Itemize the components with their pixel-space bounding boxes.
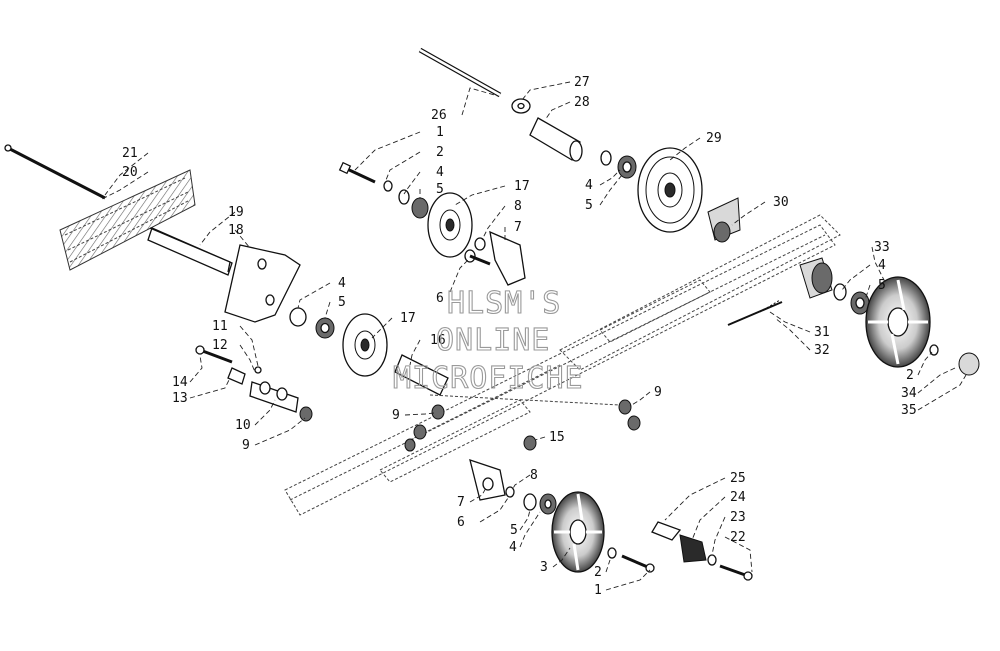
- callout-27: 27: [574, 75, 590, 90]
- lower-left-small-parts: [195, 345, 313, 422]
- callout-8: 8: [530, 468, 538, 483]
- callout-4: 4: [436, 165, 444, 180]
- left-shaft-group: [4, 144, 621, 406]
- callout-3: 3: [540, 560, 548, 575]
- ring-4c: [289, 307, 307, 327]
- callout-1: 1: [436, 125, 444, 140]
- bracket-7a: [489, 230, 526, 286]
- cap-35: [958, 352, 980, 376]
- center-nuts: [404, 399, 641, 452]
- callout-9: 9: [654, 385, 662, 400]
- upper-mount-group: [338, 161, 526, 286]
- callout-9: 9: [392, 408, 400, 423]
- callout-28: 28: [574, 95, 590, 110]
- callout-18: 18: [228, 223, 244, 238]
- callout-10: 10: [235, 418, 251, 433]
- ring-4: [600, 150, 612, 166]
- callout-numbers: 27 28 26 29 4 5 30 1 2 4 5 17 8 7 6 21 2…: [122, 75, 917, 598]
- callout-23: 23: [730, 510, 746, 525]
- callout-12: 12: [212, 338, 228, 353]
- leader-lines: [99, 81, 967, 591]
- callout-31: 31: [814, 325, 830, 340]
- callout-6: 6: [436, 291, 444, 306]
- callout-24: 24: [730, 490, 746, 505]
- link-10: [249, 381, 299, 413]
- callout-34: 34: [901, 386, 917, 401]
- callout-9: 9: [242, 438, 250, 453]
- callout-5: 5: [436, 182, 444, 197]
- spacer-28: [529, 117, 581, 161]
- callout-8: 8: [514, 199, 522, 214]
- callout-7: 7: [514, 220, 522, 235]
- callout-5: 5: [338, 295, 346, 310]
- callout-6: 6: [457, 515, 465, 530]
- callout-20: 20: [122, 165, 138, 180]
- block-24: [679, 534, 707, 563]
- callout-11: 11: [212, 319, 228, 334]
- callout-25: 25: [730, 471, 746, 486]
- callout-2: 2: [906, 368, 914, 383]
- callout-35: 35: [901, 403, 917, 418]
- spacer-16: [394, 354, 449, 396]
- callout-33: 33: [874, 240, 890, 255]
- right-wheel-group: [727, 257, 980, 376]
- callout-17: 17: [514, 179, 530, 194]
- callout-4: 4: [338, 276, 346, 291]
- callout-5: 5: [878, 278, 886, 293]
- upper-idler-axle: [418, 47, 741, 243]
- callout-29: 29: [706, 131, 722, 146]
- callout-2: 2: [436, 145, 444, 160]
- callout-5: 5: [585, 198, 593, 213]
- callout-32: 32: [814, 343, 830, 358]
- callout-4: 4: [878, 258, 886, 273]
- callout-7: 7: [457, 495, 465, 510]
- callout-22: 22: [730, 530, 746, 545]
- callout-4: 4: [585, 178, 593, 193]
- lower-wheel-group: [469, 459, 753, 581]
- callout-13: 13: [172, 391, 188, 406]
- left-slide-rail: [59, 169, 196, 271]
- callout-15: 15: [549, 430, 565, 445]
- callout-4: 4: [509, 540, 517, 555]
- arm-bracket-19: [224, 244, 301, 323]
- watermark: HLSM'S ONLINE MICROFICHE: [392, 285, 584, 396]
- watermark-line-3: MICROFICHE: [393, 361, 584, 396]
- nut-9a: [299, 406, 313, 422]
- callout-16: 16: [430, 333, 446, 348]
- main-slide-rail: [284, 214, 841, 516]
- callout-26: 26: [431, 108, 447, 123]
- callout-30: 30: [773, 195, 789, 210]
- callout-5: 5: [510, 523, 518, 538]
- callout-2: 2: [594, 565, 602, 580]
- callout-21: 21: [122, 146, 138, 161]
- callout-14: 14: [172, 375, 188, 390]
- callout-1: 1: [594, 583, 602, 598]
- callout-17: 17: [400, 311, 416, 326]
- watermark-line-2: ONLINE: [436, 323, 550, 358]
- watermark-line-1: HLSM'S: [447, 286, 561, 321]
- callout-19: 19: [228, 205, 244, 220]
